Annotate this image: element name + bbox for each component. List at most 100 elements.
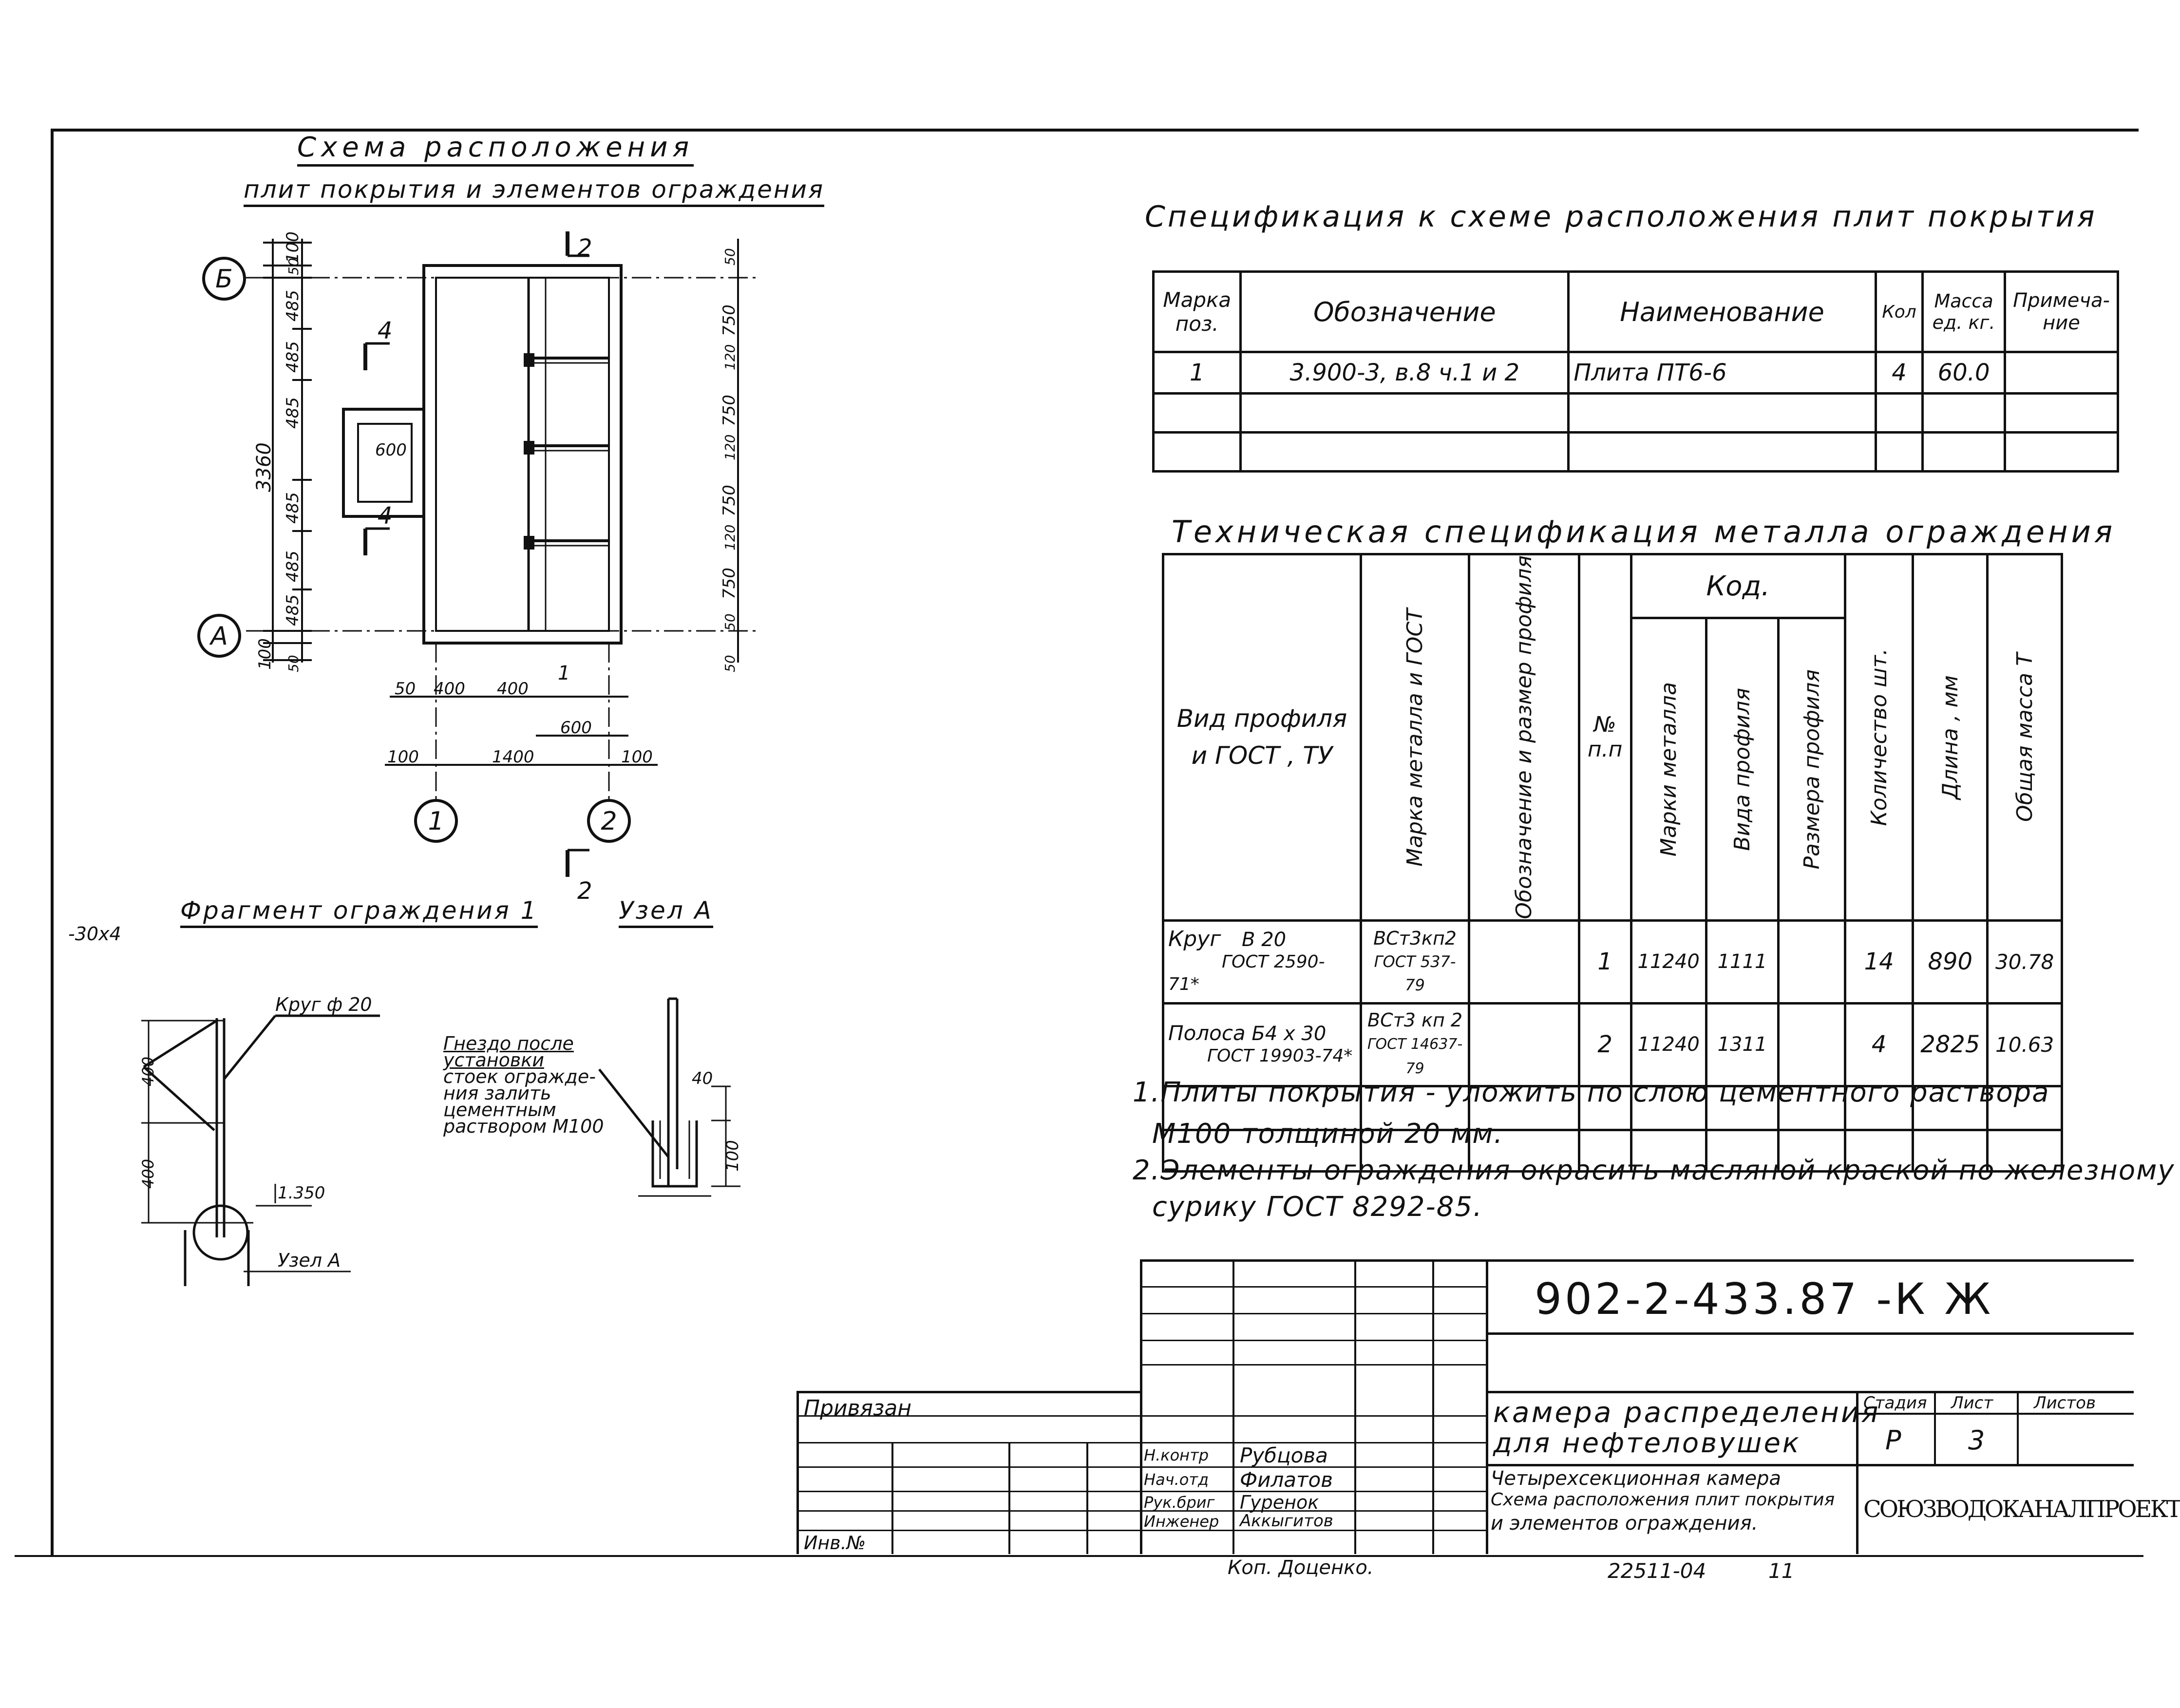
note-2-cont: сурику ГОСТ 8292-85. — [1152, 1191, 1483, 1223]
tech-cell-kol: 4 — [1844, 1002, 1915, 1087]
tech-cell-k1: 11240 — [1630, 1002, 1707, 1087]
svg-text:400: 400 — [139, 1159, 157, 1189]
svg-text:Круг ф 20: Круг ф 20 — [275, 994, 372, 1015]
svg-text:1.350: 1.350 — [278, 1183, 325, 1203]
spec-header: Примеча- ние — [2004, 270, 2119, 353]
svg-text:400: 400 — [139, 1057, 157, 1086]
svg-text:3360: 3360 — [253, 442, 275, 492]
tech-cell-k3 — [1777, 919, 1847, 1005]
svg-text:400: 400 — [497, 679, 529, 699]
tech-cell-marka-b: ГОСТ 537-79 — [1374, 952, 1456, 995]
svg-text:2: 2 — [601, 807, 617, 836]
drawing-frame — [51, 129, 2139, 1556]
node-note-line: установки — [443, 1049, 544, 1071]
scheme-title-line1: Схема расположения — [297, 132, 694, 167]
svg-text:100: 100 — [723, 1140, 742, 1172]
svg-text:40: 40 — [692, 1069, 713, 1088]
tech-cell-marka: ВСт3 кп 2 ГОСТ 14637-79 — [1359, 1002, 1471, 1087]
svg-text:-30х4: -30х4 — [68, 923, 121, 945]
note-1: 1.Плиты покрытия - уложить по слою цемен… — [1133, 1077, 2050, 1108]
tech-header-kod-razm: Размера профиля — [1777, 617, 1847, 922]
spec-cell — [1152, 431, 1242, 473]
bottom-cut-line — [15, 1555, 2143, 1557]
tech-cell-num: 2 — [1577, 1002, 1632, 1087]
svg-text:1400: 1400 — [492, 747, 534, 767]
tech-header-marka-text: Марка металла и ГОСТ — [1403, 608, 1428, 867]
tb-bottom-code: 22511-04 — [1608, 1559, 1706, 1583]
tech-header-vid-text: Вид профиля и ГОСТ , ТУ — [1176, 704, 1347, 770]
fragment-title-text: Фрагмент ограждения — [180, 896, 511, 925]
spec-cell: 1 — [1152, 351, 1242, 395]
spec-header: Наименование — [1567, 270, 1877, 353]
fragment-title: Фрагмент ограждения 1 — [180, 896, 538, 928]
spec-cell — [1874, 392, 1924, 434]
tech-cell-k1: 11240 — [1630, 919, 1707, 1005]
spec-title: Спецификация к схеме расположения плит п… — [1145, 200, 2097, 234]
tech-cell-dlina: 2825 — [1912, 1002, 1989, 1087]
layout-scheme: 3360 100 50 485 485 485 485 485 485 50 1… — [197, 231, 760, 905]
svg-text:100: 100 — [387, 747, 419, 767]
tech-header-kol-text: Количество шт. — [1866, 648, 1892, 826]
svg-text:50: 50 — [722, 613, 738, 631]
svg-text:485: 485 — [283, 397, 303, 429]
spec-header: Кол — [1874, 270, 1924, 353]
tech-cell-kol: 14 — [1844, 919, 1915, 1005]
spec-cell — [2004, 392, 2119, 434]
svg-text:1: 1 — [558, 662, 570, 684]
svg-text:Б: Б — [215, 265, 233, 294]
tech-cell-marka: ВСт3кп2 ГОСТ 537-79 — [1359, 919, 1471, 1005]
svg-text:600: 600 — [375, 440, 407, 460]
spec-cell — [1921, 431, 2007, 473]
svg-text:Узел А: Узел А — [278, 1250, 341, 1271]
spec-cell: Плита ПТ6-6 — [1567, 351, 1877, 395]
tech-header-kol: Количество шт. — [1844, 553, 1915, 922]
tech-header-dlina: Длина , мм — [1912, 553, 1989, 922]
note-2: 2.Элементы ограждения окрасить масляной … — [1133, 1155, 2175, 1186]
node-note: Гнездо после установки стоек огражде- ни… — [443, 1033, 604, 1136]
tech-header-marka: Марка металла и ГОСТ — [1359, 553, 1471, 922]
tech-header-kod-razm-text: Размера профиля — [1799, 669, 1824, 870]
svg-text:4: 4 — [378, 502, 393, 530]
spec-header: Обозначение — [1239, 270, 1570, 353]
fragment-drawing: -30х4 Круг ф 20 400 400 1.350 Узел А — [68, 923, 380, 1286]
tech-cell-marka-a: ВСт3 кп 2 — [1367, 1009, 1463, 1031]
svg-text:50: 50 — [285, 258, 302, 275]
svg-text:400: 400 — [434, 679, 465, 699]
svg-text:600: 600 — [560, 718, 592, 738]
tech-header-kod-marki: Марки металла — [1630, 617, 1707, 922]
spec-header: Марка поз. — [1152, 270, 1242, 353]
tech-header-massa: Общая масса Т — [1986, 553, 2063, 922]
tech-header-vid: Вид профиля и ГОСТ , ТУ — [1162, 553, 1362, 922]
fragment-labels: -30х4 Круг ф 20 400 400 1.350 Узел А — [68, 923, 372, 1271]
tech-cell-vid-a: Полоса — [1168, 1021, 1246, 1045]
tech-title: Техническая спецификация металла огражде… — [1172, 514, 2116, 550]
spec-cell — [1567, 431, 1877, 473]
tb-copy: Коп. Доценко. — [1228, 1556, 1374, 1579]
svg-text:2: 2 — [577, 234, 592, 262]
spec-header: Масса ед. кг. — [1921, 270, 2007, 353]
tech-cell-num: 1 — [1577, 919, 1632, 1005]
tech-header-kod: Код. — [1630, 552, 1847, 620]
tech-header-massa-text: Общая масса Т — [2012, 652, 2037, 822]
tech-cell-dlina: 890 — [1912, 919, 1989, 1005]
node-title: Узел А — [619, 896, 713, 928]
svg-text:485: 485 — [283, 594, 303, 626]
tech-cell-k3 — [1777, 1002, 1847, 1087]
tech-cell-massa: 30.78 — [1986, 919, 2063, 1005]
section-labels: 2 2 4 4 — [378, 234, 592, 905]
tech-header-dlina-text: Длина , мм — [1937, 675, 1963, 799]
tech-cell-marka-a: ВСт3кп2 — [1373, 928, 1457, 949]
tech-row: Полоса Б4 х 30 ГОСТ 19903-74* ВСт3 кп 2 … — [1162, 1002, 2063, 1087]
tech-cell-oboz — [1468, 1002, 1580, 1087]
node-note-line: стоек огражде- — [443, 1066, 596, 1087]
spec-cell — [1567, 392, 1877, 434]
spec-cell — [1152, 392, 1242, 434]
tech-cell-vid: Полоса Б4 х 30 ГОСТ 19903-74* — [1162, 1002, 1362, 1087]
svg-text:485: 485 — [283, 492, 303, 524]
spec-cell — [1874, 431, 1924, 473]
svg-text:120: 120 — [722, 525, 738, 550]
tech-header-kod-vida: Вида профиля — [1705, 617, 1780, 922]
note-1-cont: М100 толщиной 20 мм. — [1152, 1118, 1504, 1150]
node-drawing: 40 100 — [598, 997, 742, 1197]
node-note-line: Гнездо после — [443, 1033, 574, 1054]
